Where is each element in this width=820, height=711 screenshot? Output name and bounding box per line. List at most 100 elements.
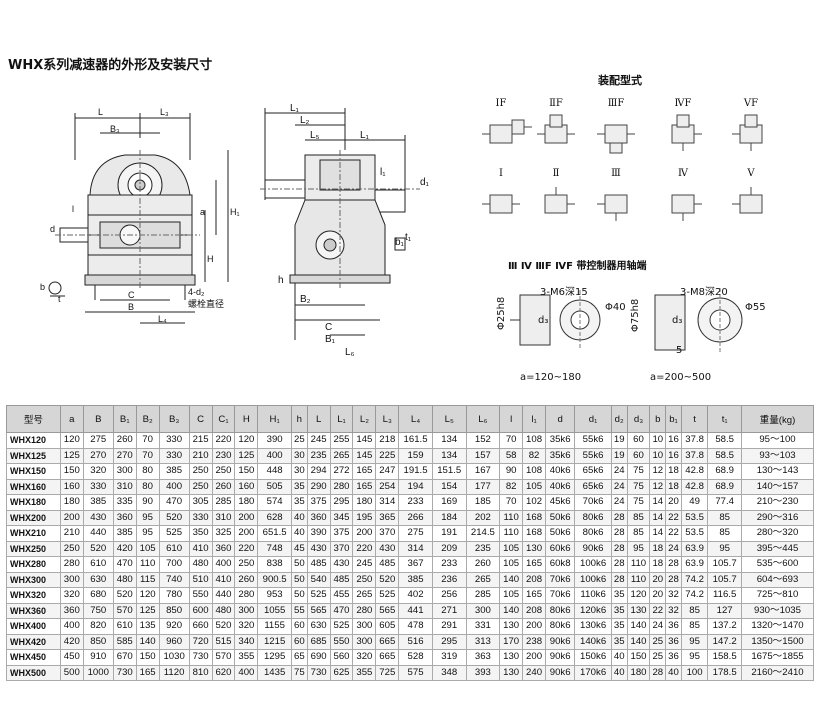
column-header: d₁ (574, 405, 612, 433)
table-cell: 68.9 (707, 463, 742, 480)
table-cell: 215 (188, 432, 213, 449)
table-cell: 22 (665, 509, 682, 526)
table-cell: 167 (465, 463, 501, 480)
table-cell: 145 (352, 432, 377, 449)
table-cell: 520 (375, 571, 400, 588)
table-cell: 520 (211, 618, 236, 635)
table-cell: 240 (522, 664, 546, 681)
table-cell: 60 (626, 447, 651, 464)
column-header: B₁ (112, 405, 137, 433)
table-cell: 25 (290, 432, 308, 449)
table-cell: 20 (665, 494, 682, 511)
model-cell: WHX200 (6, 509, 61, 526)
table-cell: 480 (112, 571, 137, 588)
front-view-dim-labels: L L₃ B₃ a H₁ H d l b t C B L₄ 4-d₂ 螺栓直径 (40, 107, 240, 324)
table-cell: 140 (499, 571, 524, 588)
table-cell: 610 (112, 618, 137, 635)
table-cell: 355 (234, 649, 259, 666)
form-label-5: Ⅴ (747, 168, 755, 179)
table-cell: 575 (398, 664, 433, 681)
table-cell: 35k6 (544, 432, 576, 449)
table-cell: 330 (188, 509, 213, 526)
table-cell: 150 (135, 649, 160, 666)
table-cell: 85 (680, 602, 709, 619)
table-cell: 80k6 (574, 525, 612, 542)
table-cell: 130k6 (574, 618, 612, 635)
column-header: b₁ (665, 405, 682, 433)
table-cell: 210 (188, 447, 213, 464)
table-cell: 200 (59, 509, 84, 526)
table-cell: 245 (306, 432, 331, 449)
table-cell: 120 (234, 432, 259, 449)
table-cell: 370 (375, 525, 400, 542)
table-cell: 105 (499, 556, 524, 573)
dim-L3: L₃ (160, 107, 169, 117)
table-cell: 690 (306, 649, 331, 666)
table-cell: 535～600 (740, 556, 815, 573)
table-cell: 16 (665, 432, 682, 449)
table-cell: 660 (188, 618, 213, 635)
table-cell: 560 (329, 649, 354, 666)
table-cell: 180 (626, 664, 651, 681)
column-header: t₁ (707, 405, 742, 433)
table-cell: 60 (290, 618, 308, 635)
table-cell: 300 (59, 571, 84, 588)
table-cell: 151.5 (431, 463, 467, 480)
table-cell: 620 (211, 664, 236, 681)
table-cell: 360 (211, 540, 236, 557)
table-cell: 80k6 (544, 618, 576, 635)
table-cell: 70 (499, 432, 524, 449)
table-cell: 140 (135, 633, 160, 650)
table-cell: 85 (626, 509, 651, 526)
table-cell: 134 (431, 432, 467, 449)
table-cell: 55 (290, 602, 308, 619)
table-cell: 448 (257, 463, 292, 480)
table-cell: 95 (680, 649, 709, 666)
model-cell: WHX400 (6, 618, 61, 635)
table-cell: 528 (398, 649, 433, 666)
table-cell: 40 (610, 649, 628, 666)
table-cell: 120 (59, 432, 84, 449)
dim-d1: d₁ (420, 177, 430, 188)
table-cell: 90k6 (544, 649, 576, 666)
table-cell: 85 (707, 509, 742, 526)
drawings-area: L L₃ B₃ a H₁ H d l b t C B L₄ 4-d₂ 螺栓直径 (40, 103, 763, 358)
table-cell: 254 (375, 478, 400, 495)
table-cell: 95 (135, 525, 160, 542)
table-cell: 80 (135, 463, 160, 480)
table-cell: 725～810 (740, 587, 815, 604)
column-header: L₆ (465, 405, 501, 433)
table-cell: 565 (306, 602, 331, 619)
table-cell: 250 (352, 571, 377, 588)
table-cell: 82 (522, 447, 546, 464)
table-cell: 134 (431, 447, 467, 464)
assembly-forms-top (482, 114, 763, 154)
table-cell: 360 (112, 509, 137, 526)
table-cell: 1215 (257, 633, 292, 650)
column-header: 型号 (6, 405, 61, 433)
table-cell: 160 (59, 478, 84, 495)
table-cell: 165 (522, 587, 546, 604)
column-header: L₂ (352, 405, 377, 433)
table-cell: 220 (352, 540, 377, 557)
table-cell: 478 (398, 618, 433, 635)
table-cell: 140 (499, 602, 524, 619)
table-cell: 570 (211, 649, 236, 666)
table-cell: 210 (59, 525, 84, 542)
table-cell: 10 (649, 447, 667, 464)
table-cell: 185 (465, 494, 501, 511)
table-cell: 220 (211, 432, 236, 449)
table-cell: 50 (290, 571, 308, 588)
table-cell: 50k6 (544, 509, 576, 526)
table-cell: 108 (522, 463, 546, 480)
table-cell: 480 (211, 602, 236, 619)
table-cell: 1055 (257, 602, 292, 619)
table-cell: 515 (211, 633, 236, 650)
table-cell: 105.7 (707, 556, 742, 573)
table-cell: 233 (398, 494, 433, 511)
table-cell: 960 (158, 633, 190, 650)
table-cell: 400 (158, 478, 190, 495)
table-cell: 348 (431, 664, 467, 681)
